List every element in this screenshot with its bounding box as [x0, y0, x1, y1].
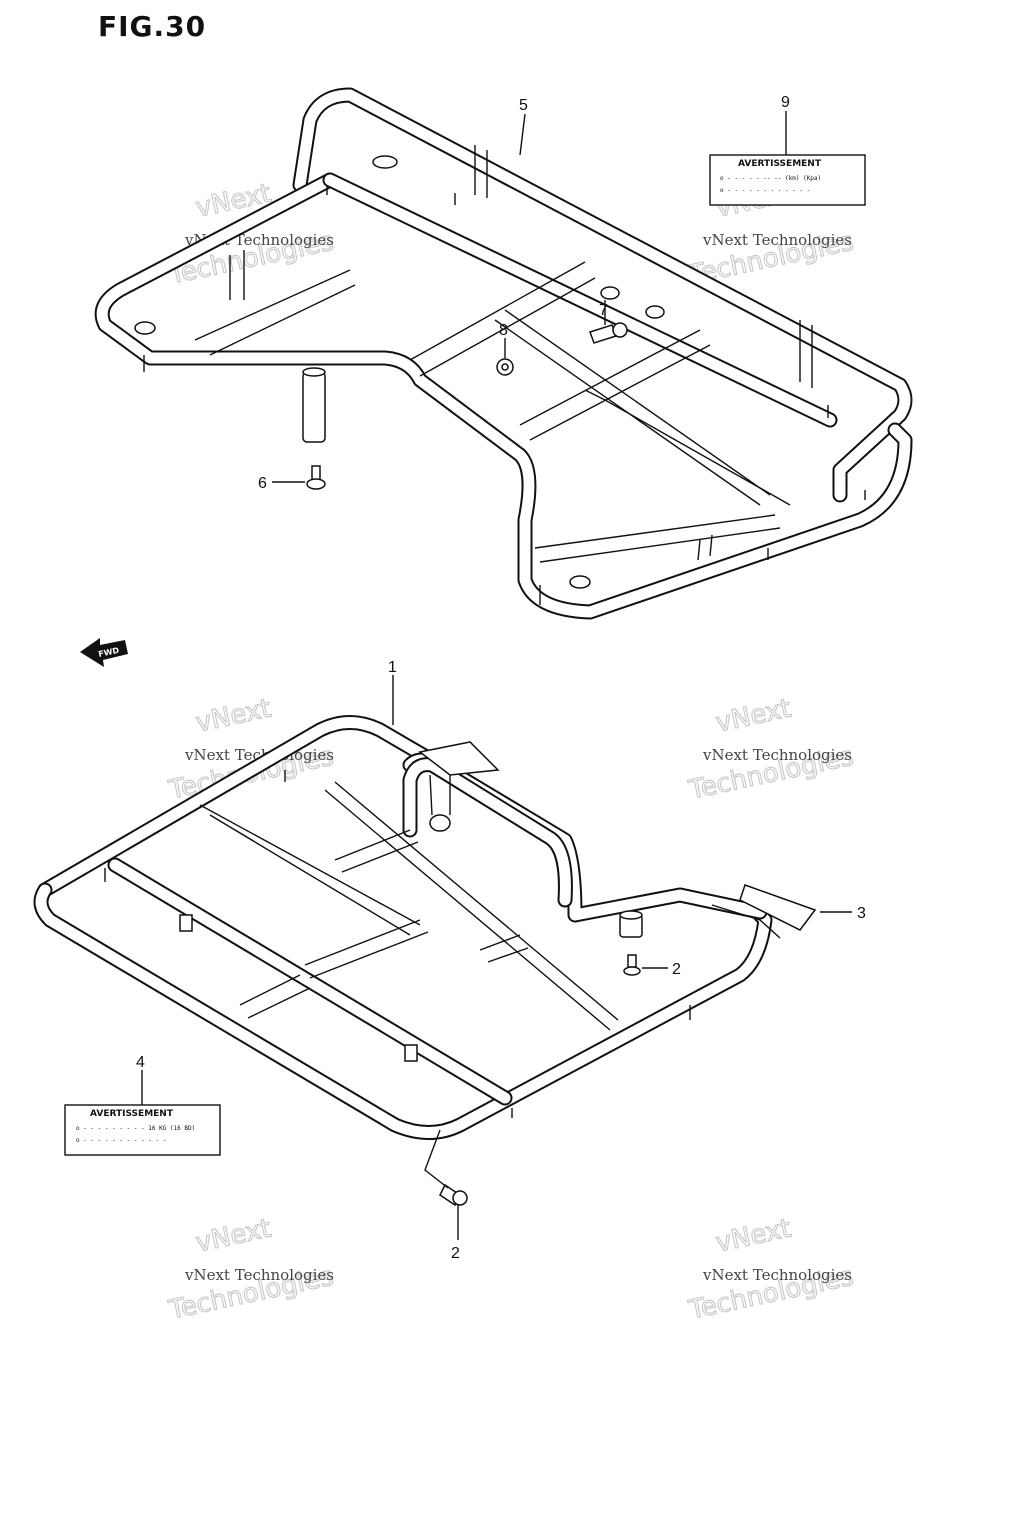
- watermark-mid-right: vNext Technologies: [685, 693, 857, 806]
- watermark-text-top-right: vNext Technologies: [702, 231, 852, 249]
- callout-2-right: 2: [672, 961, 681, 978]
- callout-6: 6: [258, 475, 267, 492]
- label-9-line2: o - - - - - - - - - - - -: [720, 187, 810, 194]
- label-4-heading: AVERTISSEMENT: [90, 1109, 174, 1119]
- callout-7: 7: [599, 302, 608, 319]
- fwd-arrow-icon: FWD: [80, 638, 128, 667]
- watermark-bottom-right: vNext Technologies: [685, 1213, 857, 1326]
- label-4-line1: o - - - - - - - - - 16 KG (16 BD): [76, 1125, 195, 1132]
- watermark-text-bottom-left: vNext Technologies: [184, 1266, 334, 1284]
- watermark-bottom-left: vNext Technologies: [165, 1213, 337, 1326]
- warning-label-4: AVERTISSEMENT o - - - - - - - - - 16 KG …: [64, 1104, 221, 1156]
- warning-label-9: AVERTISSEMENT o - - - - - -- -- (km) (Kp…: [709, 154, 866, 206]
- leader-line-2b: [424, 1129, 449, 1189]
- callout-5: 5: [519, 97, 528, 114]
- svg-text:vNext: vNext: [193, 694, 274, 739]
- svg-text:vNext: vNext: [193, 1214, 274, 1259]
- rear-carrier-drawing: [94, 87, 913, 620]
- label-4-line2: o - - - - - - - - - - - -: [76, 1137, 166, 1144]
- callout-9: 9: [781, 94, 790, 111]
- callout-1: 1: [388, 659, 397, 676]
- label-9-line1: o - - - - - -- -- (km) (Kpa): [720, 175, 821, 182]
- watermark-text-bottom-right: vNext Technologies: [702, 1266, 852, 1284]
- svg-text:vNext: vNext: [713, 1214, 794, 1259]
- front-carrier-drawing: [33, 715, 817, 1207]
- callout-2-bottom: 2: [451, 1245, 460, 1262]
- svg-text:vNext: vNext: [713, 694, 794, 739]
- callout-4: 4: [136, 1054, 145, 1071]
- leader-line-5: [519, 113, 526, 156]
- watermark-text-mid-right: vNext Technologies: [702, 746, 852, 764]
- callout-3: 3: [857, 905, 866, 922]
- svg-text:FWD: FWD: [98, 646, 121, 659]
- callout-8: 8: [499, 322, 508, 339]
- label-9-heading: AVERTISSEMENT: [738, 159, 822, 169]
- figure-title: FIG.30: [98, 10, 207, 43]
